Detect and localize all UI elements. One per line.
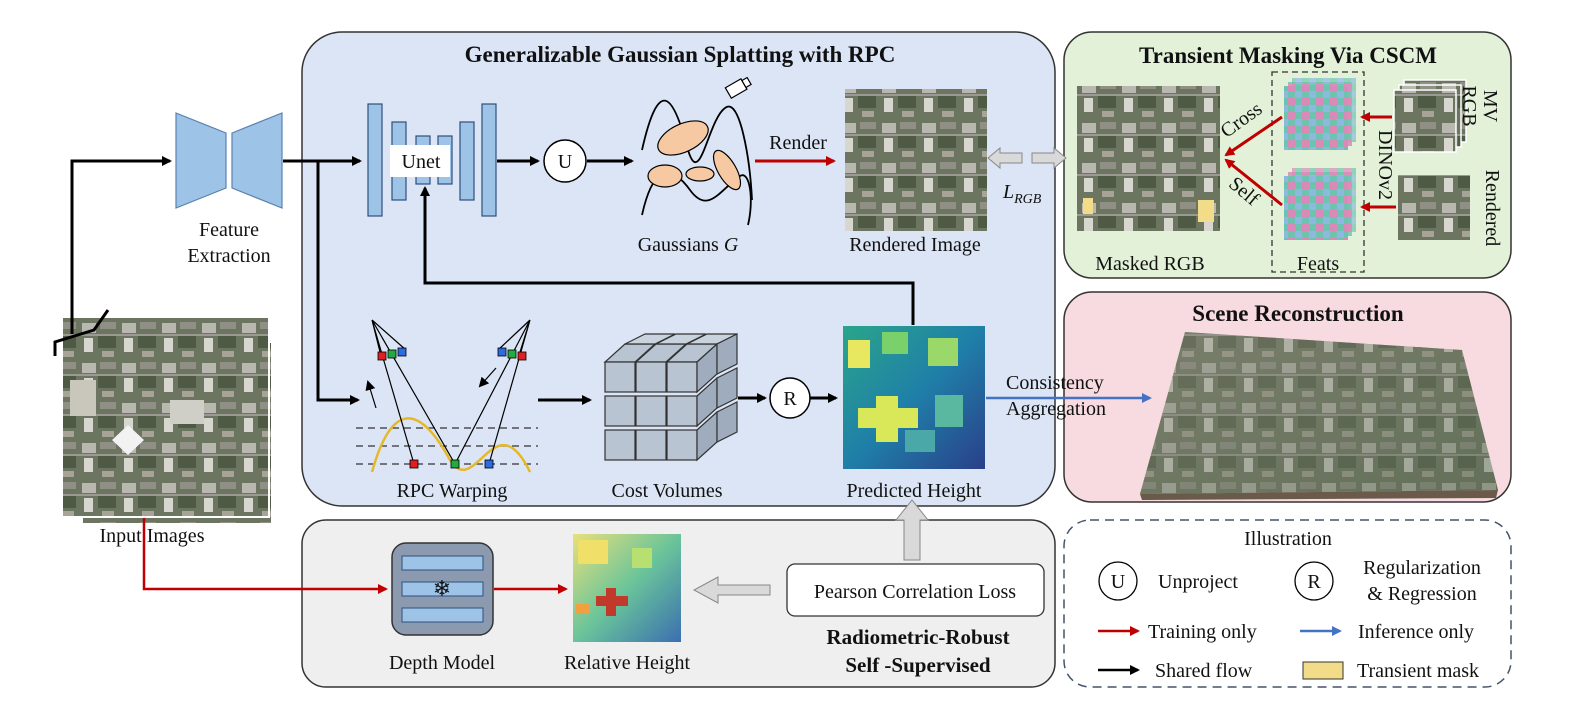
legend-unproject-label: Unproject bbox=[1158, 571, 1238, 593]
feats-label: Feats bbox=[1297, 253, 1339, 275]
render-label: Render bbox=[769, 132, 827, 154]
illustration-panel bbox=[1063, 519, 1512, 688]
mv-rgb-image-stack bbox=[1393, 79, 1467, 153]
feats-group-frame bbox=[1271, 71, 1365, 273]
cost-volumes-cube bbox=[603, 333, 738, 462]
legend-training-label: Training only bbox=[1148, 621, 1257, 643]
legend-regression-letter: R bbox=[1307, 571, 1321, 593]
legend-regression-label-2: & Regression bbox=[1367, 583, 1476, 605]
frozen-icon: ❄ bbox=[433, 576, 451, 601]
legend-transient-mask-swatch bbox=[1302, 661, 1344, 680]
rpc-warping-illustration bbox=[356, 319, 538, 473]
transient-mask-patch bbox=[1083, 198, 1093, 214]
feature-extraction-label-2: Extraction bbox=[187, 245, 270, 267]
unproject-operator-symbol: U bbox=[558, 151, 573, 173]
radiometric-title-1: Radiometric-Robust bbox=[826, 625, 1009, 649]
rgb-label: RGB bbox=[1458, 85, 1480, 126]
transient-panel-title: Transient Masking Via CSCM bbox=[1139, 43, 1437, 68]
feature-extractor-icon bbox=[175, 112, 283, 209]
legend-unproject-symbol bbox=[1098, 561, 1138, 601]
loss-to-relative-arrow bbox=[692, 576, 771, 604]
depth-model-label: Depth Model bbox=[389, 652, 496, 674]
masked-rgb-image bbox=[1077, 86, 1220, 231]
input-images-label: Input Images bbox=[100, 525, 205, 547]
rendered-image-label: Rendered Image bbox=[849, 234, 981, 256]
cross-attention-arrow bbox=[1224, 115, 1283, 157]
rendered-image bbox=[845, 89, 987, 231]
feature-map-stack-top bbox=[1284, 78, 1356, 150]
rgb-loss-double-arrow bbox=[987, 146, 1067, 170]
masked-rgb-label: Masked RGB bbox=[1095, 253, 1204, 275]
legend-regression-label-1: Regularization bbox=[1363, 557, 1481, 579]
relative-height-map bbox=[573, 534, 681, 642]
feature-extraction-label-1: Feature bbox=[199, 219, 259, 241]
legend-inference-label: Inference only bbox=[1358, 621, 1474, 643]
radiometric-title-2: Self -Supervised bbox=[845, 653, 991, 677]
mv-label: MV bbox=[1479, 90, 1501, 123]
predicted-height-map bbox=[843, 326, 985, 469]
legend-shared-label: Shared flow bbox=[1155, 660, 1253, 682]
gs-panel-title: Generalizable Gaussian Splatting with RP… bbox=[465, 42, 896, 67]
rendered-side-label: Rendered bbox=[1481, 170, 1503, 247]
unproject-operator bbox=[543, 139, 587, 183]
loss-to-height-arrow bbox=[894, 499, 930, 561]
dinov2-label: DINOv2 bbox=[1374, 130, 1396, 200]
regression-operator-symbol: R bbox=[783, 388, 797, 410]
feature-map-stack-bottom bbox=[1284, 168, 1356, 240]
feature-to-rpc-arrow bbox=[316, 161, 360, 405]
pearson-loss-label: Pearson Correlation Loss bbox=[814, 581, 1016, 603]
input-to-feature-arrow bbox=[70, 156, 172, 334]
illustration-title: Illustration bbox=[1244, 528, 1332, 550]
input-bracket bbox=[53, 309, 110, 356]
legend-regression-symbol bbox=[1294, 561, 1334, 601]
predicted-height-label: Predicted Height bbox=[847, 480, 982, 502]
scene-panel-title: Scene Reconstruction bbox=[1192, 301, 1404, 326]
legend-unproject-letter: U bbox=[1111, 571, 1126, 593]
gaussians-label: Gaussians G bbox=[638, 234, 739, 256]
transient-mask-patch bbox=[1198, 200, 1214, 222]
rpc-warping-label: RPC Warping bbox=[397, 480, 508, 502]
rgb-loss-label: LRGB bbox=[1002, 181, 1042, 207]
legend-transient-mask-label: Transient mask bbox=[1357, 660, 1479, 682]
self-attention-arrow bbox=[1224, 158, 1283, 207]
cost-volumes-label: Cost Volumes bbox=[612, 480, 723, 502]
gaussians-illustration bbox=[641, 76, 753, 226]
unet-label: Unet bbox=[402, 151, 441, 173]
consistency-label-2: Aggregation bbox=[1006, 398, 1106, 420]
height-to-unet-arrow bbox=[420, 186, 915, 325]
unet-block bbox=[367, 103, 497, 217]
input-to-depth-arrow bbox=[142, 518, 388, 594]
relative-height-label: Relative Height bbox=[564, 652, 691, 674]
scene-reconstruction-model bbox=[1140, 332, 1498, 500]
consistency-label-1: Consistency bbox=[1006, 372, 1104, 394]
pearson-loss-box bbox=[786, 563, 1045, 617]
rendered-image-stack bbox=[1398, 175, 1470, 240]
depth-model-block bbox=[391, 542, 494, 636]
input-images-stack bbox=[61, 316, 273, 525]
